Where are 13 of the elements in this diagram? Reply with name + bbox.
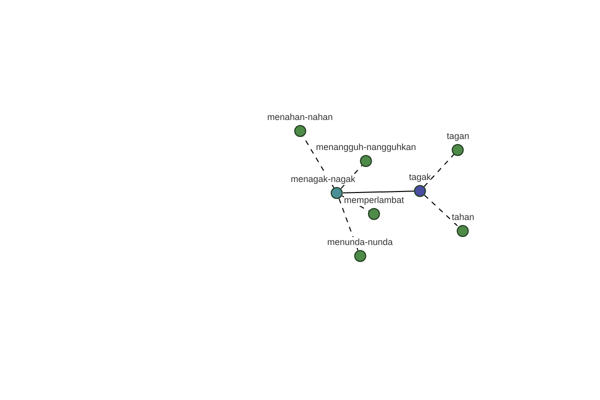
- word-label: menahan-nahan: [267, 112, 333, 123]
- word-label: menagak-nagak: [290, 174, 356, 185]
- word-label: menangguh-nangguhkan: [316, 142, 416, 153]
- dashed-connector: [424, 194, 460, 228]
- connector: [342, 190, 414, 194]
- dashed-connector: [340, 164, 362, 190]
- word-label: tahan: [452, 212, 474, 223]
- dashed-connector: [424, 154, 454, 188]
- word-label: menunda-nunda: [327, 237, 393, 248]
- word-label: tagan: [446, 131, 470, 142]
- word-label: tagak: [408, 172, 432, 183]
- dashed-connector: [338, 198, 358, 251]
- word-label: memperlambat: [344, 195, 404, 206]
